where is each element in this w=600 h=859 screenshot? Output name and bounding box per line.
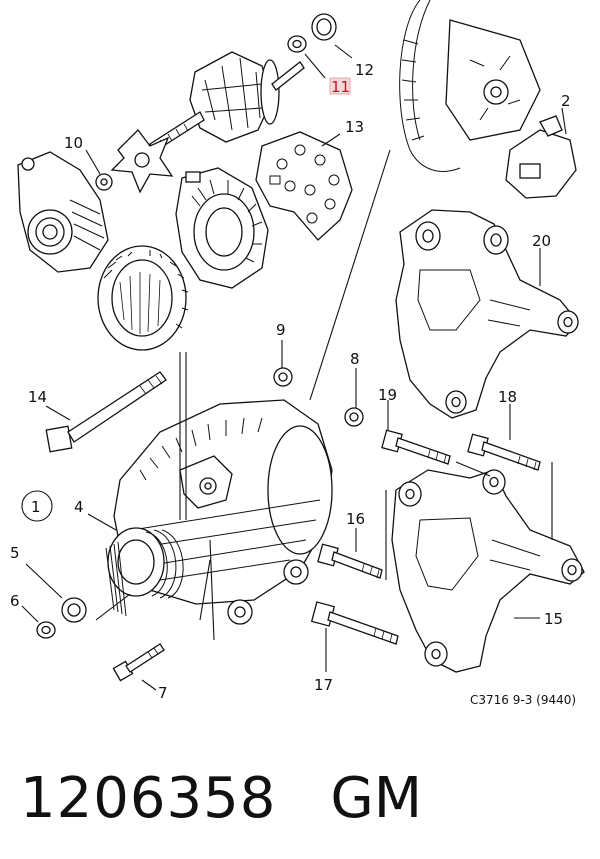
brand-label: GM	[330, 765, 423, 831]
callout-16: 16	[346, 510, 365, 528]
callout-18: 18	[498, 388, 517, 406]
nut-9	[273, 367, 293, 387]
bolt-7	[112, 643, 165, 682]
bracket-20	[395, 209, 579, 419]
callout-9: 9	[276, 321, 286, 339]
bearing-11	[287, 35, 307, 53]
bolt-14	[45, 371, 167, 453]
part-number: 1206358	[20, 765, 277, 831]
callout-5: 5	[10, 544, 20, 562]
callout-6: 6	[10, 592, 20, 610]
callout-4: 4	[74, 498, 84, 516]
bolt-19	[381, 429, 451, 465]
alternator-body	[105, 399, 333, 625]
washer-5	[61, 597, 87, 623]
nut-6	[36, 621, 56, 639]
callout-14: 14	[28, 388, 47, 406]
bracket-15	[391, 469, 585, 673]
bolt-16	[317, 543, 383, 579]
callout-17: 17	[314, 676, 333, 694]
callout-2: 2	[561, 92, 571, 110]
nut-8	[344, 407, 364, 427]
callout-20: 20	[532, 232, 551, 250]
callout-12: 12	[355, 61, 374, 79]
footer: 1206358 GM	[20, 748, 580, 848]
callout-11: 11	[331, 78, 350, 96]
callout-1: 1	[31, 498, 41, 516]
rotor-assembly	[110, 51, 305, 194]
rectifier-13	[255, 131, 353, 241]
callout-8: 8	[350, 350, 360, 368]
leader-lines	[21, 44, 567, 691]
callout-11-highlight	[329, 77, 351, 95]
rear-housing	[175, 167, 269, 289]
regulator-inset	[399, 0, 577, 199]
bolt-17	[310, 601, 399, 645]
callout-10: 10	[64, 134, 83, 152]
assembly-lines	[95, 149, 553, 641]
bolt-18	[467, 433, 541, 471]
callouts: 1 2 4 5 6 7 8 9 10 11 12 13 14 15 16 17 …	[10, 61, 576, 707]
callout-15: 15	[544, 610, 563, 628]
stator	[97, 245, 189, 351]
callout-13: 13	[345, 118, 364, 136]
callout-19: 19	[378, 386, 397, 404]
callout-7: 7	[158, 684, 168, 702]
front-housing-10	[17, 151, 113, 273]
bearing-cap-12	[311, 13, 337, 41]
alternator-exploded-diagram: 1 2 4 5 6 7 8 9 10 11 12 13 14 15 16 17 …	[10, 0, 585, 707]
reference-code: C3716 9-3 (9440)	[470, 693, 576, 707]
callout-1-circle	[21, 490, 53, 522]
